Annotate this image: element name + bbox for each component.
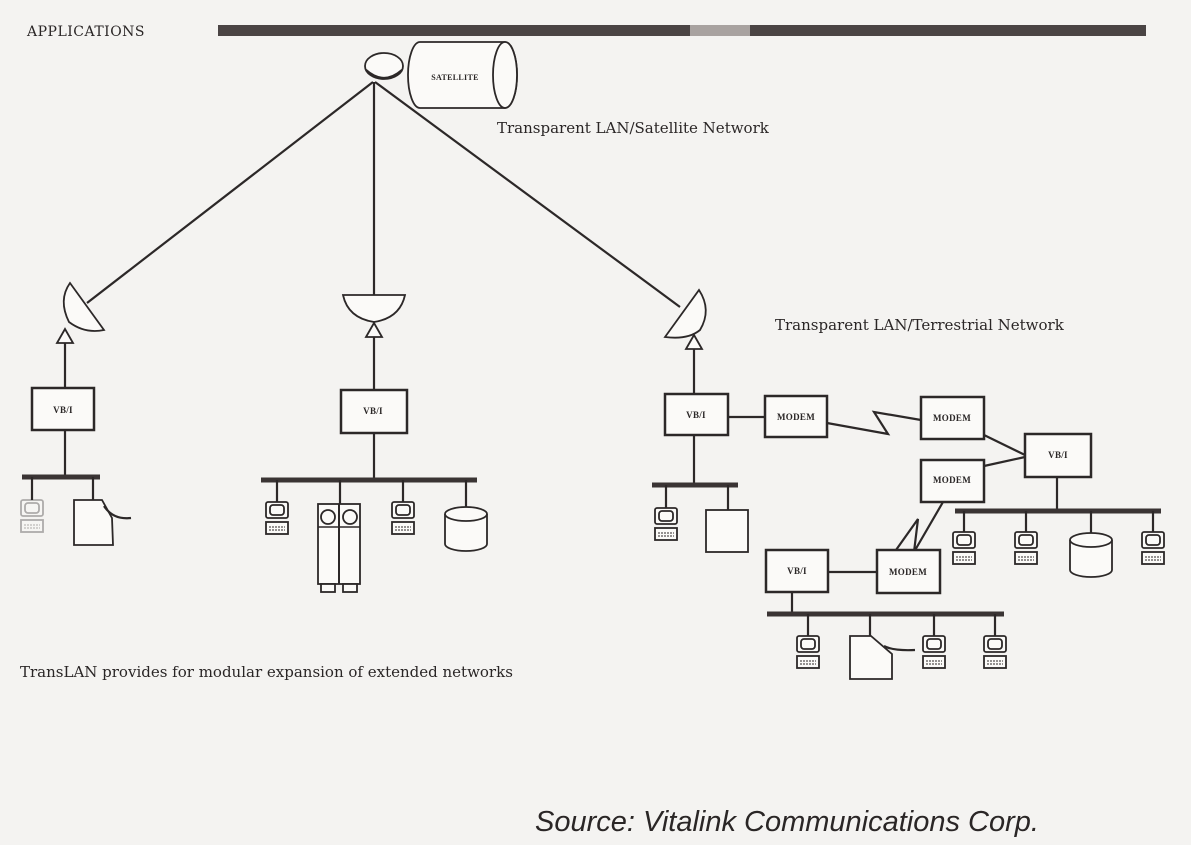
- disk-storage-icon: [1069, 532, 1113, 578]
- satellite-label: SATELLITE: [431, 73, 478, 82]
- lightning-link-icon: [895, 501, 944, 553]
- terminal-icon: [952, 531, 976, 565]
- source-credit: Source: Vitalink Communications Corp.: [535, 806, 1039, 838]
- uplink-right: [374, 81, 681, 308]
- lightning-link-icon: [826, 410, 922, 436]
- transceiver-icon: [56, 328, 74, 344]
- terrestrial-network-title: Transparent LAN/Terrestrial Network: [775, 316, 1065, 334]
- bridge-label: VB/I: [686, 410, 706, 420]
- satellite-dish-icon: [341, 294, 407, 323]
- disk-storage-icon: [444, 506, 488, 552]
- terminal-icon: [265, 501, 289, 535]
- transceiver-icon: [365, 322, 383, 338]
- modem-node: [919, 458, 986, 504]
- bridge-label: VB/I: [787, 566, 807, 576]
- uplink-left: [86, 81, 374, 304]
- satellite-icon: SATELLITE: [364, 41, 518, 109]
- modem-node: [763, 394, 829, 439]
- terminal-icon: [1014, 531, 1038, 565]
- transceiver-icon: [685, 334, 703, 350]
- printer-icon: [849, 635, 916, 680]
- modem-label: MODEM: [889, 567, 927, 577]
- modem-label: MODEM: [933, 475, 971, 485]
- header-rule: [218, 25, 1146, 36]
- diagram-caption: TransLAN provides for modular expansion …: [20, 663, 513, 681]
- satellite-network-title: Transparent LAN/Satellite Network: [497, 119, 770, 137]
- satellite-dish-icon: [663, 288, 707, 339]
- bridge-label: VB/I: [363, 406, 383, 416]
- terminal-icon: [391, 501, 415, 535]
- modem-label: MODEM: [777, 412, 815, 422]
- bridge-node: [663, 392, 730, 437]
- terminal-icon: [922, 635, 946, 669]
- bridge-node: [764, 548, 830, 594]
- terminal-icon: [983, 635, 1007, 669]
- terminal-icon: [654, 507, 678, 541]
- terminal-icon: [1141, 531, 1165, 565]
- tape-drive-icon: [317, 503, 361, 593]
- modem-node: [919, 395, 986, 441]
- terminal-icon: [796, 635, 820, 669]
- host-computer-icon: [705, 509, 749, 553]
- bridge-node: [339, 388, 409, 435]
- bridge-node: [30, 386, 96, 432]
- modem-label: MODEM: [933, 413, 971, 423]
- terminal-icon: [20, 499, 44, 533]
- printer-icon: [73, 499, 132, 546]
- section-title: APPLICATIONS: [26, 24, 145, 40]
- bridge-label: VB/I: [53, 405, 73, 415]
- satellite-dish-icon: [62, 281, 106, 332]
- bridge-label: VB/I: [1048, 450, 1068, 460]
